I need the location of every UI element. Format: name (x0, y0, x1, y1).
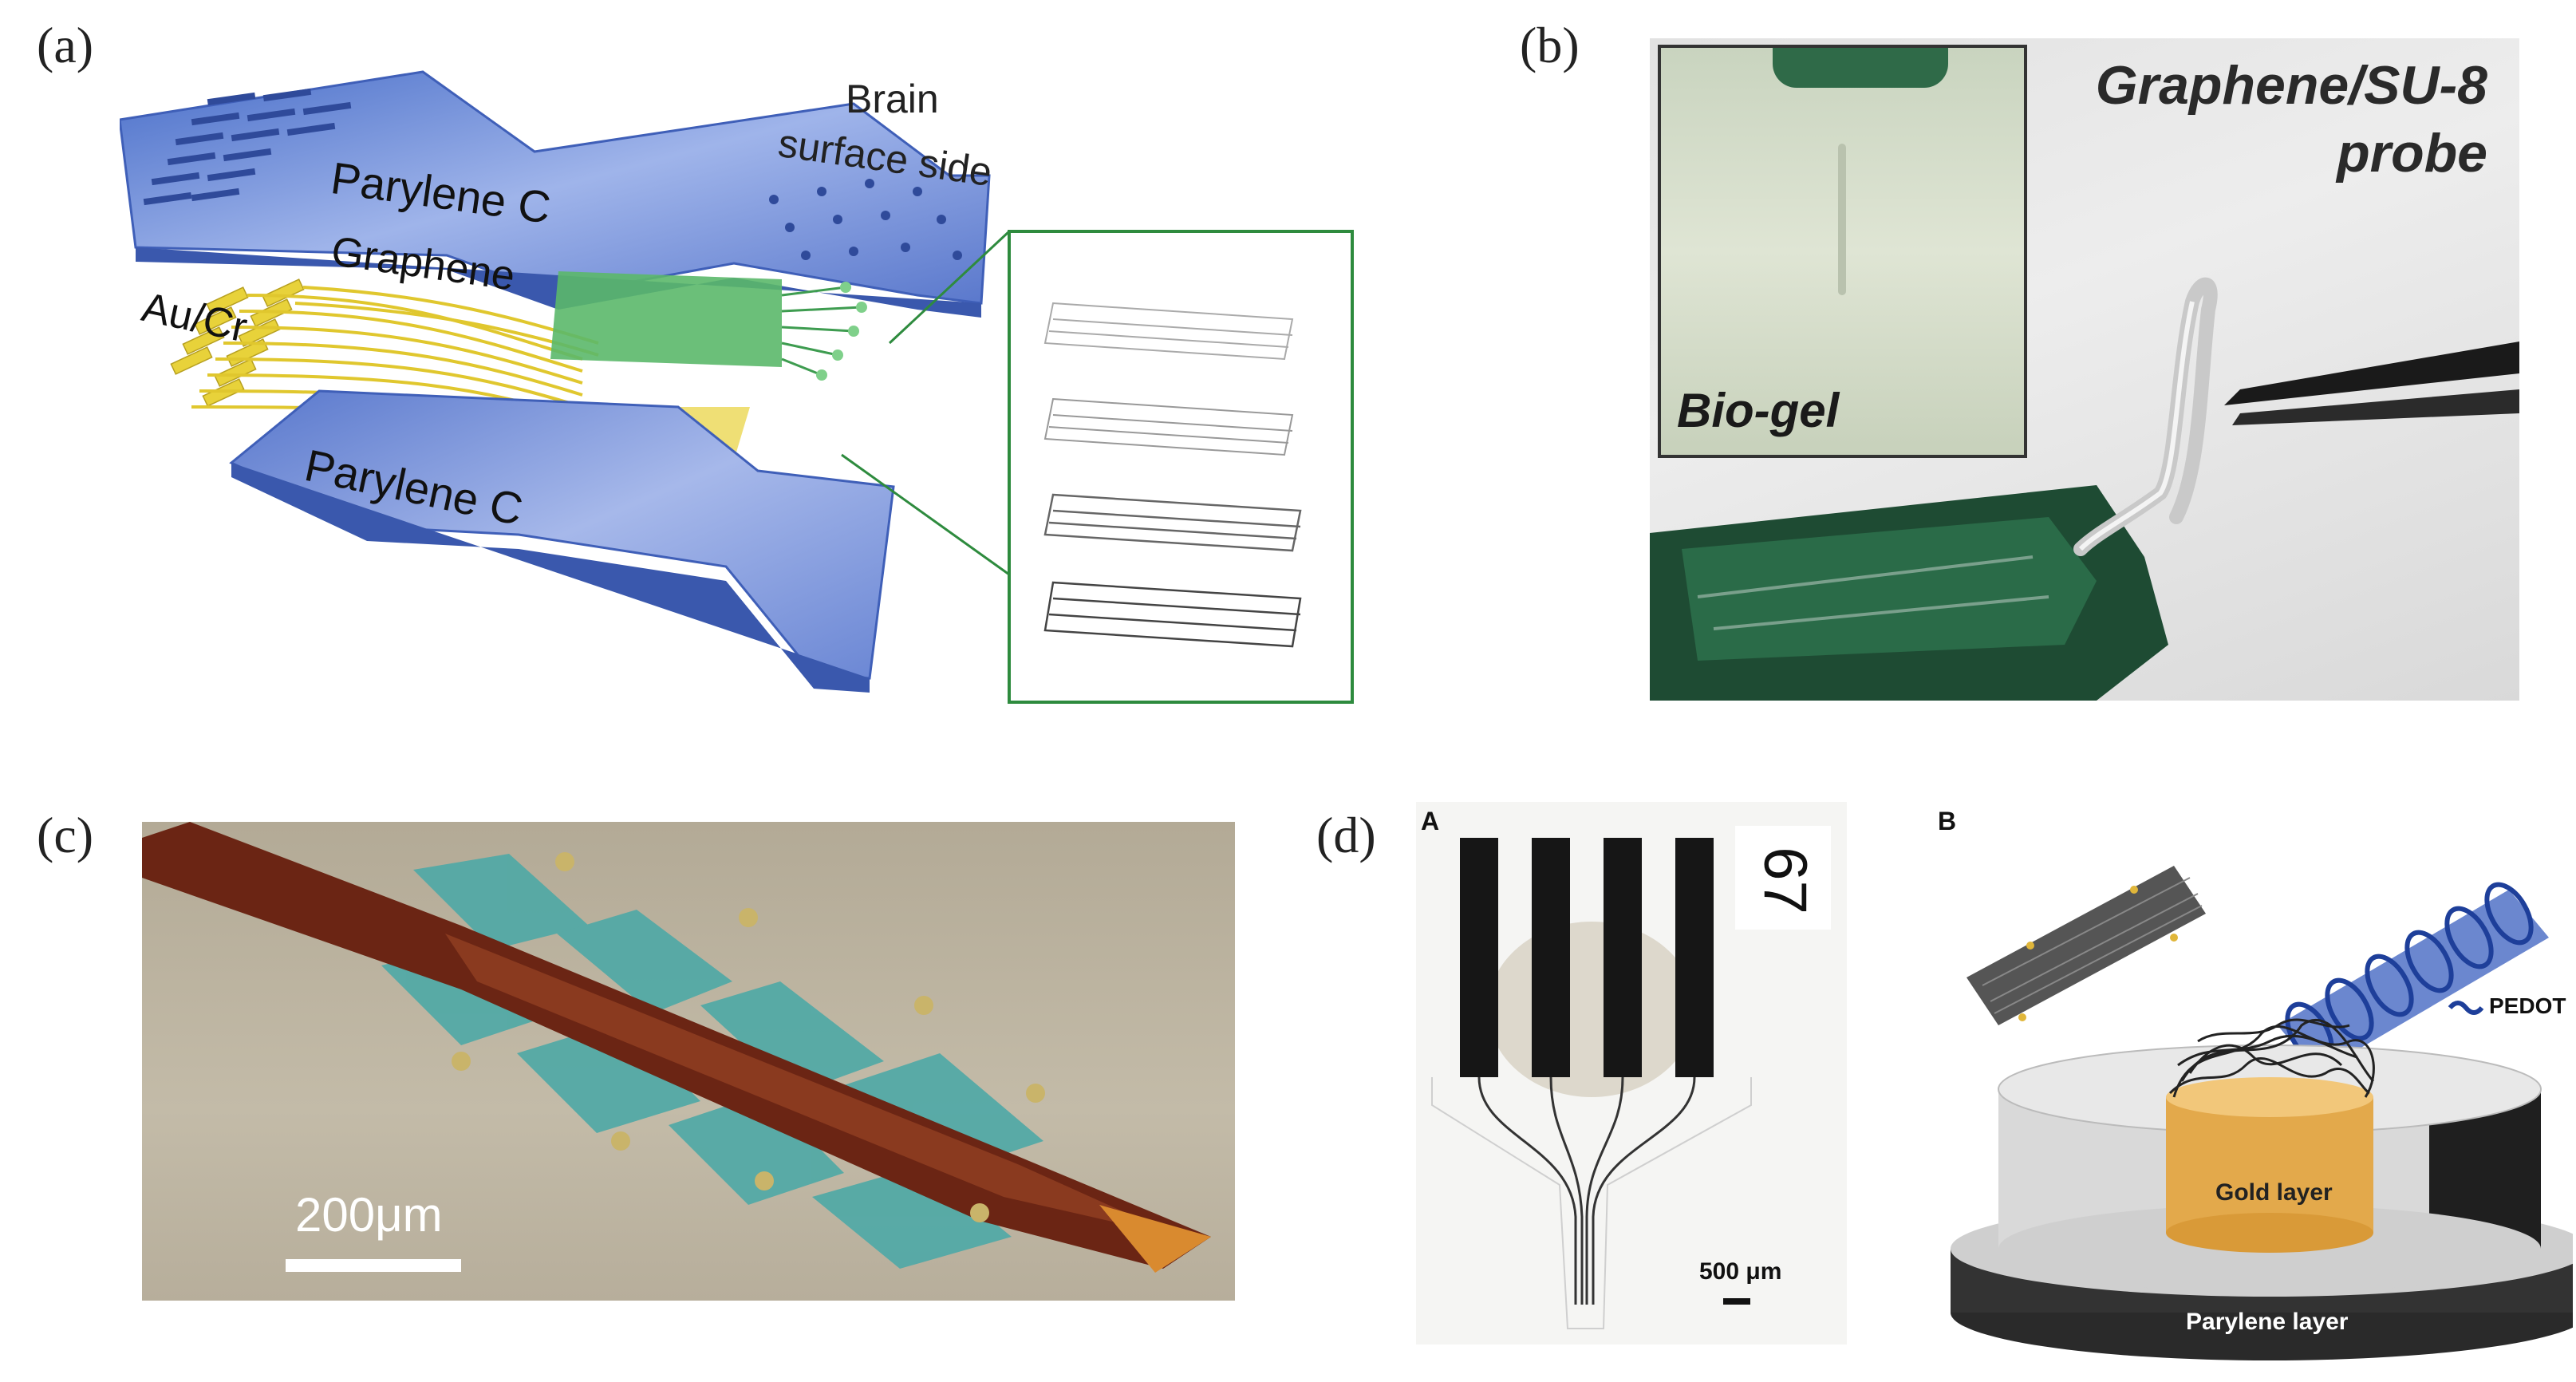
panel-label-b: (b) (1520, 17, 1580, 73)
panel-label-a: (a) (37, 17, 94, 73)
label-brain-surface-1: Brain (846, 77, 939, 121)
panel-b-photo: Bio-gel Graphene/SU-8 probe (1650, 38, 2519, 701)
panel-a-figure: Parylene C Brain surface side Graphene A… (120, 56, 1436, 718)
inset-bio-gel-label: Bio-gel (1677, 384, 1840, 437)
parylene-top-layer (120, 70, 991, 318)
label-67-box (1735, 826, 1831, 930)
pedot-legend-swatch (2448, 1001, 2484, 1015)
gold-layer (2166, 1077, 2373, 1253)
graphene-sheet-2 (1043, 397, 1294, 456)
pedot-coated-tube (2278, 882, 2549, 1073)
graphene-inset (1008, 230, 1354, 704)
panel-label-d: (d) (1316, 807, 1376, 863)
inset-probe-shadow (1838, 144, 1846, 295)
sub-label-a: A (1421, 807, 1440, 835)
electrode-dots (452, 852, 1045, 1222)
label-pedot: PEDOT (2489, 993, 2566, 1018)
electrode-plates (381, 854, 1043, 1269)
panel-label-c: (c) (37, 807, 94, 863)
title-probe: probe (2337, 123, 2487, 184)
electrode-traces (1431, 1076, 1752, 1329)
scale-bar-d-label: 500 μm (1699, 1258, 1782, 1285)
electrode-pad-4 (1675, 838, 1714, 1077)
cnt-tube (1967, 866, 2206, 1025)
electrode-pad-3 (1604, 838, 1642, 1077)
panel-d-b-figure: B (1935, 802, 2573, 1376)
gel-spot (1488, 922, 1695, 1097)
cnt-tangle (2168, 1018, 2375, 1098)
scale-bar-c (286, 1259, 461, 1272)
scale-bar-c-label: 200μm (295, 1188, 443, 1242)
panel-d-a-photo: A 67 500 μm (1416, 802, 1847, 1344)
label-gold-layer: Gold layer (2215, 1179, 2333, 1206)
parylene-bottom-layer (229, 389, 895, 693)
inset-holder (1773, 48, 1948, 88)
label-67: 67 (1750, 847, 1819, 914)
electrode-pad-1 (1460, 838, 1498, 1077)
sub-label-b: B (1938, 807, 1957, 835)
title-graphene-su8: Graphene/SU-8 (2095, 55, 2487, 116)
graphene-sheet-4 (1043, 581, 1302, 648)
electrode-pad-2 (1532, 838, 1570, 1077)
label-parylene-layer: Parylene layer (2186, 1309, 2349, 1335)
graphene-sheet-1 (1043, 302, 1294, 361)
scale-bar-d (1723, 1298, 1750, 1305)
bio-gel-inset: Bio-gel (1658, 45, 2027, 458)
graphene-sheet-3 (1043, 493, 1302, 552)
panel-c-micrograph: 200μm (142, 822, 1235, 1301)
